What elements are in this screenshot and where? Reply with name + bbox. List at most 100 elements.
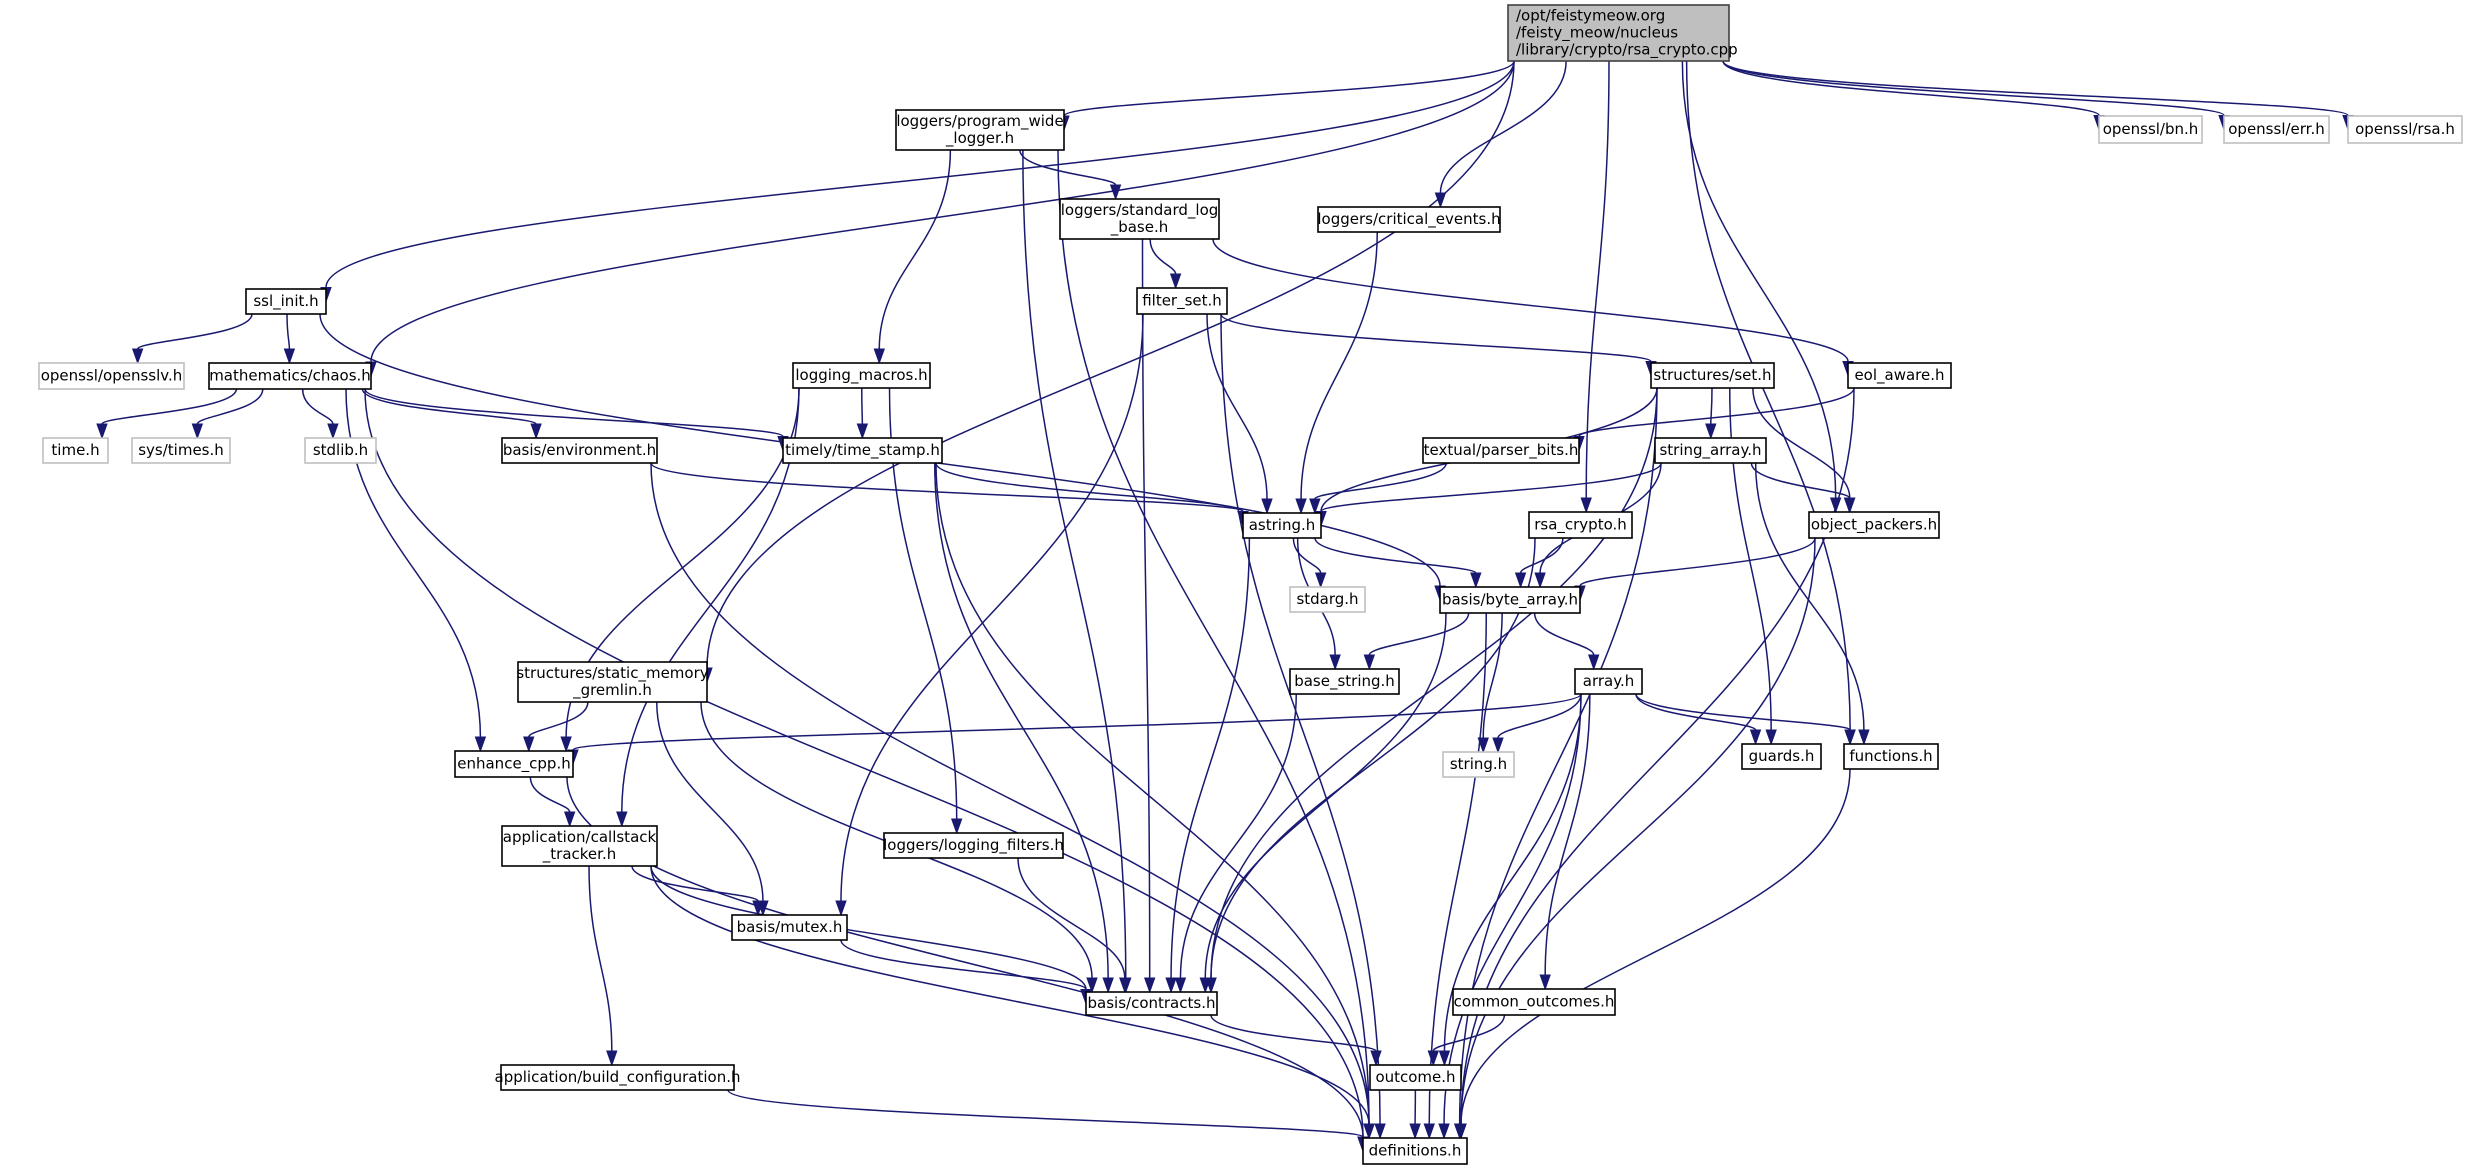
node-mutex[interactable]: basis/mutex.h bbox=[731, 914, 848, 941]
node-box[interactable] bbox=[1574, 668, 1643, 695]
node-lfilters[interactable]: loggers/logging_filters.h bbox=[883, 832, 1064, 859]
edge-line bbox=[1635, 693, 1851, 731]
node-box[interactable] bbox=[1289, 668, 1400, 695]
node-enhance[interactable]: enhance_cpp.h bbox=[454, 750, 574, 778]
node-functions[interactable]: functions.h bbox=[1843, 743, 1939, 770]
node-label: rsa_crypto.h bbox=[1534, 516, 1627, 535]
edge-line bbox=[1722, 60, 2225, 117]
node-box bbox=[2347, 115, 2463, 144]
node-box[interactable] bbox=[501, 437, 658, 464]
node-chaos[interactable]: mathematics/chaos.h bbox=[208, 362, 372, 390]
node-array[interactable]: array.h bbox=[1574, 668, 1643, 695]
node-box[interactable] bbox=[1808, 511, 1940, 539]
node-box[interactable] bbox=[782, 437, 943, 464]
node-box[interactable] bbox=[1317, 206, 1501, 233]
node-box[interactable] bbox=[1439, 586, 1581, 614]
node-outcome[interactable]: outcome.h bbox=[1369, 1064, 1462, 1091]
edge-line bbox=[588, 865, 613, 1052]
node-buildcfg[interactable]: application/build_configuration.h bbox=[495, 1064, 741, 1091]
node-box[interactable] bbox=[1369, 1064, 1462, 1091]
node-box[interactable] bbox=[1362, 1137, 1468, 1165]
arrowhead-icon bbox=[1514, 572, 1527, 589]
node-box[interactable] bbox=[500, 1064, 735, 1091]
edge-line bbox=[196, 388, 264, 425]
edge-filter-to-mutex bbox=[835, 313, 1144, 917]
arrowhead-icon bbox=[1423, 1123, 1435, 1140]
node-box[interactable] bbox=[883, 832, 1064, 859]
node-label: base_string.h bbox=[1294, 672, 1395, 691]
node-box[interactable] bbox=[895, 109, 1065, 151]
node-box[interactable] bbox=[1136, 287, 1228, 315]
node-box[interactable] bbox=[792, 362, 931, 389]
node-parser[interactable]: textual/parser_bits.h bbox=[1422, 437, 1580, 464]
node-label: application/build_configuration.h bbox=[495, 1068, 741, 1087]
node-defs[interactable]: definitions.h bbox=[1362, 1137, 1468, 1165]
edge-bytearr-to-basestr bbox=[1363, 612, 1470, 671]
node-box[interactable] bbox=[501, 825, 658, 867]
arrowhead-icon bbox=[1109, 184, 1122, 201]
node-box[interactable] bbox=[1741, 743, 1822, 770]
node-box[interactable] bbox=[1843, 743, 1939, 770]
edge-basestr-to-contracts bbox=[1174, 693, 1297, 994]
edge-line bbox=[1017, 857, 1126, 979]
node-box[interactable] bbox=[1654, 437, 1767, 464]
edge-line bbox=[1428, 612, 1487, 1125]
node-label: string.h bbox=[1450, 755, 1507, 773]
node-box[interactable] bbox=[1242, 512, 1322, 539]
node-box[interactable] bbox=[517, 661, 708, 703]
arrowhead-icon bbox=[950, 818, 963, 835]
node-common[interactable]: common_outcomes.h bbox=[1452, 988, 1616, 1016]
node-eol[interactable]: eol_aware.h bbox=[1847, 362, 1952, 389]
node-lmacros[interactable]: logging_macros.h bbox=[792, 362, 931, 389]
node-tstamp[interactable]: timely/time_stamp.h bbox=[782, 437, 943, 464]
node-box[interactable] bbox=[1422, 437, 1580, 464]
node-box[interactable] bbox=[1528, 511, 1633, 539]
edge-line bbox=[364, 388, 1364, 1138]
edge-line bbox=[529, 776, 571, 813]
edge-line bbox=[878, 149, 952, 350]
node-label: _logger.h bbox=[945, 129, 1014, 148]
node-bytearr[interactable]: basis/byte_array.h bbox=[1439, 586, 1581, 614]
edge-astring-to-contracts bbox=[1165, 537, 1251, 994]
node-callstack[interactable]: application/callstack_tracker.h bbox=[501, 825, 658, 867]
node-astring[interactable]: astring.h bbox=[1242, 512, 1322, 539]
node-box[interactable] bbox=[245, 288, 327, 315]
node-contracts[interactable]: basis/contracts.h bbox=[1085, 991, 1218, 1016]
node-box[interactable] bbox=[1452, 988, 1616, 1016]
node-gremlin[interactable]: structures/static_memory_gremlin.h bbox=[516, 661, 709, 703]
edge-line bbox=[650, 865, 1370, 1125]
node-rsah[interactable]: rsa_crypto.h bbox=[1528, 511, 1633, 539]
node-label: definitions.h bbox=[1369, 1142, 1462, 1160]
node-label: stdarg.h bbox=[1296, 590, 1358, 608]
node-crit[interactable]: loggers/critical_events.h bbox=[1317, 206, 1501, 233]
node-box[interactable] bbox=[1059, 198, 1220, 240]
node-slb[interactable]: loggers/standard_log_base.h bbox=[1059, 198, 1220, 240]
node-guards[interactable]: guards.h bbox=[1741, 743, 1822, 770]
node-pwl[interactable]: loggers/program_wide_logger.h bbox=[895, 109, 1065, 151]
node-env[interactable]: basis/environment.h bbox=[501, 437, 658, 464]
arrowhead-icon bbox=[131, 348, 144, 365]
node-box[interactable] bbox=[454, 750, 574, 778]
node-ssl[interactable]: ssl_init.h bbox=[245, 288, 327, 315]
arrowhead-icon bbox=[1295, 498, 1307, 515]
edge-astring-to-stdarg bbox=[1292, 537, 1327, 589]
node-label: structures/set.h bbox=[1653, 366, 1771, 384]
node-box[interactable] bbox=[208, 362, 372, 390]
edge-line bbox=[1368, 612, 1470, 656]
node-box[interactable] bbox=[1085, 991, 1218, 1016]
node-filter[interactable]: filter_set.h bbox=[1136, 287, 1228, 315]
edge-line bbox=[861, 387, 864, 425]
node-label: sys/times.h bbox=[138, 441, 224, 459]
node-basestr[interactable]: base_string.h bbox=[1289, 668, 1400, 695]
node-set[interactable]: structures/set.h bbox=[1650, 362, 1775, 389]
node-box[interactable] bbox=[1650, 362, 1775, 389]
node-strarr[interactable]: string_array.h bbox=[1654, 437, 1767, 464]
edge-line bbox=[1204, 612, 1447, 979]
node-label: openssl/bn.h bbox=[2103, 120, 2199, 138]
node-objp[interactable]: object_packers.h bbox=[1808, 511, 1940, 539]
node-box[interactable] bbox=[1847, 362, 1952, 389]
node-box[interactable] bbox=[731, 914, 848, 941]
arrowhead-icon bbox=[1363, 654, 1376, 671]
arrowhead-icon bbox=[1165, 977, 1177, 994]
edge-line bbox=[286, 313, 291, 350]
